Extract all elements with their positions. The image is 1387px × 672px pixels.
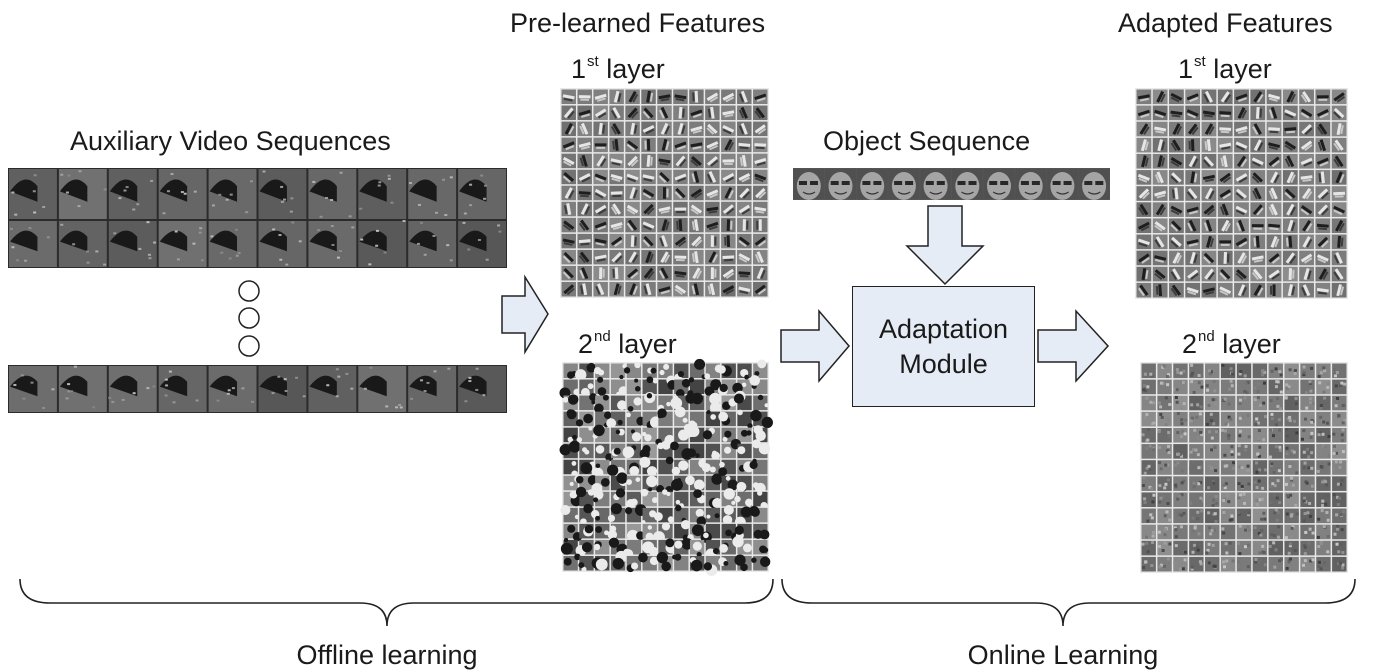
layer-suffix: nd — [594, 328, 611, 345]
adaptation-module-line2: Module — [899, 348, 988, 379]
adapted-features-title: Adapted Features — [1118, 8, 1333, 38]
layer-word: layer — [618, 329, 677, 359]
adaptation-module-box: Adaptation Module — [852, 286, 1035, 407]
object-to-module-arrow — [905, 205, 985, 286]
offline-learning-brace — [19, 578, 774, 627]
layer-number: 2 — [1182, 329, 1198, 359]
layer-number: 1 — [571, 54, 587, 84]
adaptation-module-label: Adaptation Module — [879, 312, 1008, 381]
layer-word: layer — [606, 54, 665, 84]
features-to-module-arrow — [780, 308, 850, 384]
online-learning-label: Online Learning — [967, 640, 1159, 670]
online-learning-brace — [781, 578, 1356, 627]
layer-number: 1 — [1178, 54, 1194, 84]
layer-word: layer — [1213, 54, 1272, 84]
adapted-second-layer-label: 2nd layer — [1182, 328, 1281, 359]
offline-learning-label: Offline learning — [296, 640, 478, 670]
pre-second-layer-label: 2nd layer — [578, 328, 677, 359]
module-to-adapted-arrow — [1037, 309, 1110, 383]
layer-number: 2 — [578, 329, 594, 359]
adaptation-module-line1: Adaptation — [878, 313, 1009, 344]
object-sequence-title: Object Sequence — [823, 126, 1031, 156]
ellipsis-dot-3 — [238, 335, 260, 357]
ellipsis-dot-1 — [238, 280, 260, 302]
layer-suffix: st — [587, 53, 599, 70]
auxiliary-video-sequences-title: Auxiliary Video Sequences — [70, 126, 391, 156]
layer-suffix: nd — [1198, 328, 1215, 345]
offline-to-features-arrow — [501, 274, 549, 355]
layer-word: layer — [1222, 329, 1281, 359]
layer-suffix: st — [1194, 53, 1206, 70]
pre-learned-features-title: Pre-learned Features — [510, 8, 766, 38]
adapted-first-layer-label: 1st layer — [1178, 53, 1272, 84]
pre-first-layer-label: 1st layer — [571, 53, 665, 84]
ellipsis-dot-2 — [238, 307, 260, 329]
